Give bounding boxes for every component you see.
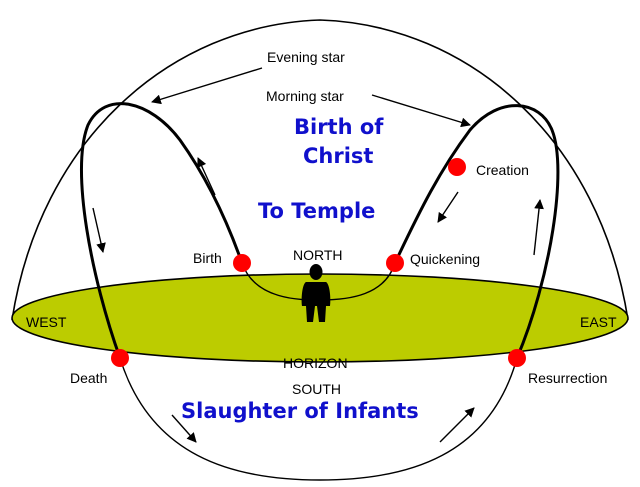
death-label: Death: [70, 370, 107, 386]
observer-figure: [301, 264, 331, 322]
underworld-arc: [119, 357, 518, 481]
south-label: SOUTH: [292, 381, 341, 397]
right-loop-down-arrow: [437, 191, 459, 223]
quickening-label: Quickening: [410, 251, 480, 267]
evening-star-label: Evening star: [267, 49, 345, 65]
left-loop-up-arrow: [197, 157, 216, 196]
resurrection-label: Resurrection: [528, 370, 607, 386]
evening-star-loop: [79, 102, 244, 359]
death-point: [111, 349, 129, 367]
right-loop-up-arrow: [533, 199, 544, 256]
slaughter-heading: Slaughter of Infants: [181, 399, 419, 423]
evening-star-pointer-arrow: [151, 67, 263, 105]
morning-star-pointer-arrow: [371, 94, 471, 128]
christ-heading: Christ: [303, 144, 373, 168]
resurrection-point: [508, 349, 526, 367]
lower-left-arrow: [171, 414, 197, 443]
to-temple-heading: To Temple: [258, 199, 375, 223]
west-label: WEST: [26, 314, 67, 330]
birth-label: Birth: [193, 250, 222, 266]
quickening-point: [386, 254, 404, 272]
birth-point: [233, 254, 251, 272]
morning-star-label: Morning star: [266, 88, 344, 104]
birth-of-heading: Birth of: [294, 115, 384, 139]
horizon-label: HORIZON: [283, 355, 348, 371]
left-loop-down-arrow: [92, 207, 106, 253]
morning-star-loop: [393, 104, 560, 359]
creation-point: [448, 158, 466, 176]
sky-dome-outline: [11, 19, 629, 321]
east-label: EAST: [580, 314, 617, 330]
lower-right-arrow: [439, 407, 475, 443]
creation-label: Creation: [476, 162, 529, 178]
north-label: NORTH: [293, 247, 343, 263]
